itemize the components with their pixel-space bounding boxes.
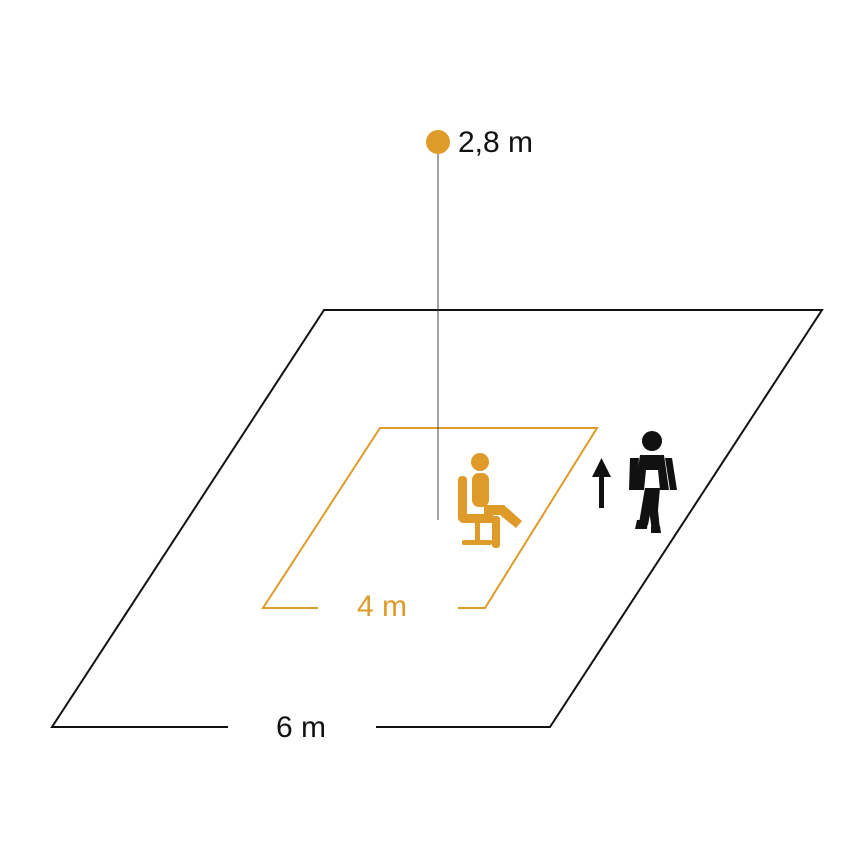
up-arrow-icon bbox=[592, 458, 611, 508]
outer-width-label: 6 m bbox=[276, 711, 326, 744]
walking-person-icon bbox=[629, 431, 677, 533]
sensor-height-label: 2,8 m bbox=[458, 126, 533, 159]
zone-width-label: 4 m bbox=[357, 590, 407, 623]
outer-area-outline bbox=[50, 309, 824, 728]
detection-zone-outline bbox=[261, 427, 599, 609]
detection-zone bbox=[261, 427, 599, 609]
seated-person-icon bbox=[458, 453, 522, 548]
sensor-dot-icon bbox=[426, 130, 450, 154]
outer-coverage-area bbox=[50, 309, 824, 728]
